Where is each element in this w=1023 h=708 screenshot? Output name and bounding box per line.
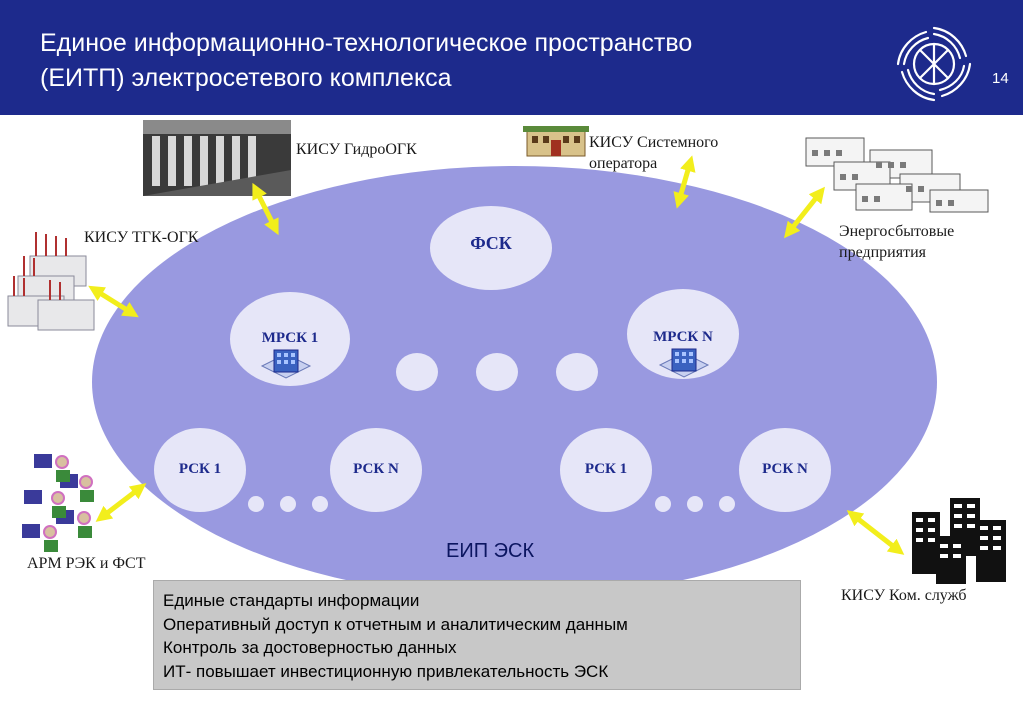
- label-kisu-so-line1: КИСУ Системного: [589, 134, 719, 151]
- workstations-image: [22, 454, 94, 552]
- node-fsk-label: ФСК: [470, 233, 512, 253]
- node-rsk-left-n: РСК N: [330, 428, 422, 512]
- label-kisu-ttk-line1: КИСУ ТГК-ОГК: [84, 229, 199, 246]
- title-line-2: (ЕИТП) электросетевого комплекса: [40, 64, 452, 92]
- page-number: 14: [992, 70, 1009, 87]
- ellipsis-dot: [396, 353, 438, 391]
- ellipsis-dot: [280, 496, 296, 512]
- ellipsis-dot: [687, 496, 703, 512]
- slide-header: Единое информационно-технологическое про…: [0, 0, 1023, 115]
- label-kisu-so-line2: оператора: [589, 155, 658, 172]
- eip-esk-label: ЕИП ЭСК: [446, 540, 535, 562]
- label-kisu-system-operator: КИСУ Системного оператора: [589, 132, 718, 174]
- node-rsk-right-1: РСК 1: [560, 428, 652, 512]
- ellipsis-dot: [476, 353, 518, 391]
- ellipsis-dot: [312, 496, 328, 512]
- node-fsk: ФСК: [430, 206, 552, 290]
- node-rsk-right-n: РСК N: [739, 428, 831, 512]
- info-box: Единые стандарты информации Оперативный …: [153, 580, 801, 690]
- node-rsk-left-1: РСК 1: [154, 428, 246, 512]
- ellipsis-dot: [655, 496, 671, 512]
- node-mrsk-n-label: МРСК N: [653, 329, 713, 345]
- energy-logo-icon: [896, 26, 972, 102]
- municipal-buildings-image: [912, 498, 1006, 584]
- node-rsk-right-n-label: РСК N: [762, 461, 808, 477]
- node-rsk-right-1-label: РСК 1: [584, 461, 628, 477]
- label-energy-sales: Энергосбытовые предприятия: [839, 221, 954, 263]
- mrsk-n-building-icon: [658, 348, 710, 378]
- label-energy-sales-line1: Энергосбытовые: [839, 223, 955, 240]
- arrow-energy-sales: [784, 186, 825, 239]
- arrow-system-operator: [673, 155, 696, 209]
- label-kisu-hydro: КИСУ ГидроОГК: [296, 139, 417, 160]
- arrow-arm: [95, 483, 147, 522]
- info-line: Оперативный доступ к отчетным и аналитич…: [163, 614, 628, 634]
- node-mrsk-1-label: МРСК 1: [261, 330, 319, 346]
- slide-title: Единое информационно-технологическое про…: [40, 26, 880, 96]
- ellipsis-dot: [719, 496, 735, 512]
- system-operator-building-image: [523, 126, 589, 157]
- power-plants-image: [7, 232, 95, 331]
- info-line: Единые стандарты информации: [163, 591, 420, 610]
- node-rsk-left-1-label: РСК 1: [178, 461, 222, 477]
- arrow-municipal: [846, 510, 905, 555]
- label-kisu-kom-line1: КИСУ Ком. служб: [841, 587, 967, 604]
- label-energy-sales-line2: предприятия: [839, 244, 926, 261]
- arrow-hydro: [252, 182, 279, 236]
- label-arm-line1: АРМ РЭК и ФСТ: [27, 555, 146, 572]
- ellipsis-dot: [556, 353, 598, 391]
- label-kisu-ttk-ogk: КИСУ ТГК-ОГК: [84, 227, 199, 248]
- label-kisu-kom-sluzhb: КИСУ Ком. служб: [841, 585, 967, 606]
- hydro-plant-image: [143, 120, 291, 196]
- title-line-1: Единое информационно-технологическое про…: [40, 29, 693, 57]
- label-arm-rek-fst: АРМ РЭК и ФСТ: [27, 553, 145, 574]
- energy-sales-buildings-image: [805, 137, 989, 213]
- arrow-ttk-ogk: [88, 285, 139, 318]
- info-line: Контроль за достоверностью данных: [163, 638, 457, 657]
- label-kisu-hydro-line1: КИСУ ГидроОГК: [296, 141, 417, 158]
- mrsk-1-building-icon: [260, 349, 312, 379]
- info-line: ИТ- повышает инвестиционную привлекатель…: [163, 661, 609, 681]
- ellipsis-dot: [248, 496, 264, 512]
- node-rsk-left-n-label: РСК N: [353, 461, 399, 477]
